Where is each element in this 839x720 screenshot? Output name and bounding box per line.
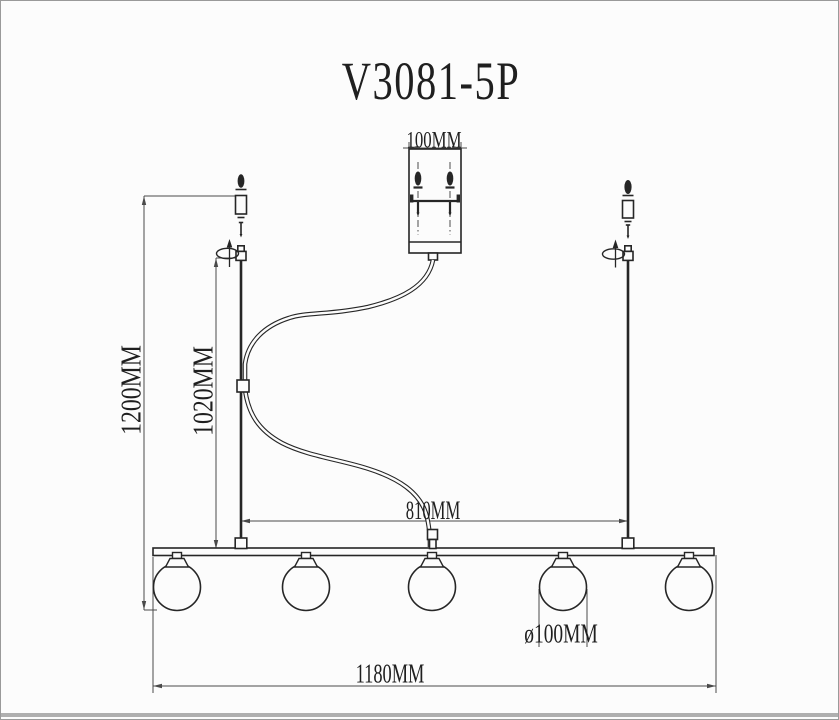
rod-span-dimension-label: 810MM [405, 496, 461, 525]
overall-drop-dimension-label: 1200MM [115, 345, 148, 435]
lamp-globe-3 [407, 551, 457, 612]
dimension-lines [141, 142, 717, 693]
rod-length-dimension-label: 1020MM [187, 346, 220, 436]
mounting-screws [413, 162, 455, 235]
canopy-width-dimension-label: 100MM [406, 127, 462, 153]
rotation-adjust-symbol-right [601, 239, 626, 268]
right-suspension-rod [621, 180, 635, 541]
model-title: V3081-5P [341, 51, 521, 111]
shade-diameter-dimension-label: ø100MM [524, 618, 598, 649]
rotation-adjust-symbol-left [215, 239, 240, 267]
canopy-cord-grip [427, 252, 439, 261]
rod-bar-nuts [234, 537, 635, 550]
power-cable [242, 259, 436, 548]
lamp-globe-4 [538, 551, 588, 612]
lamp-globe-1 [152, 551, 202, 612]
photo-edge-shadow [1, 713, 838, 717]
bar-width-dimension-label: 1180MM [355, 658, 425, 689]
cable-bar-connector [426, 528, 439, 550]
left-suspension-rod [234, 174, 248, 541]
cable-rod-clip [236, 379, 250, 393]
lamp-globe-2 [281, 551, 331, 612]
ceiling-canopy [408, 148, 462, 254]
lamp-globe-5 [664, 551, 714, 612]
